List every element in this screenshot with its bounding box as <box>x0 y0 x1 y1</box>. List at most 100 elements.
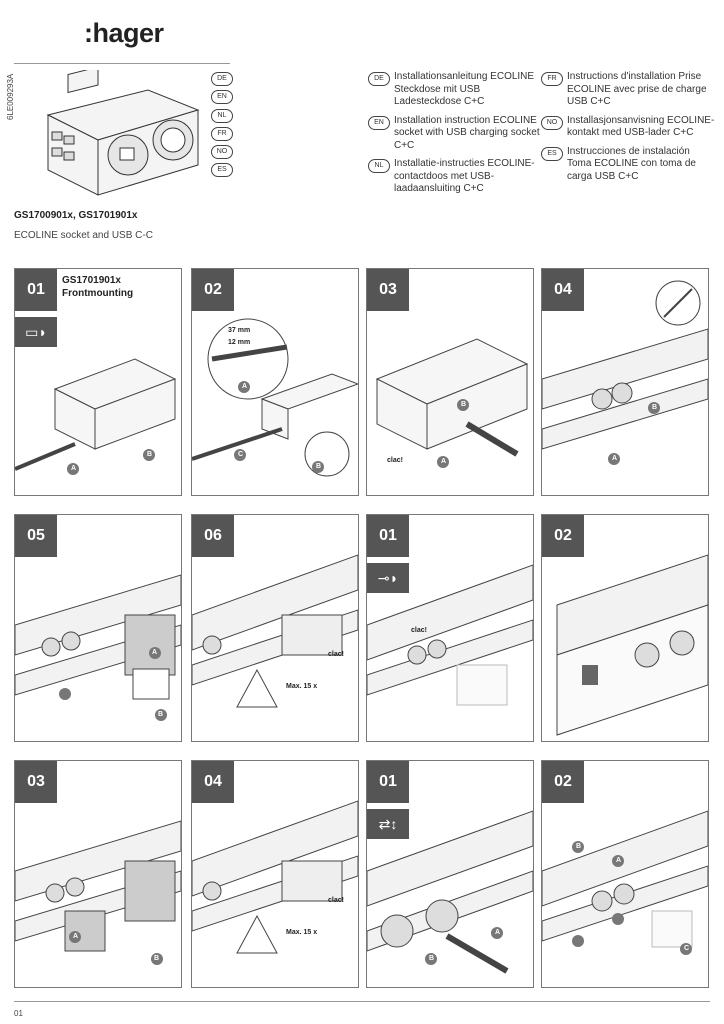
language-badge: NO <box>211 145 233 160</box>
document-number: 6LE009293A <box>6 73 15 120</box>
step-number: 01 <box>15 269 57 311</box>
step-illustration <box>367 564 533 706</box>
step-panel: 01 GS1701901x Frontmounting ▭◗ A B <box>14 268 182 496</box>
callout-b: B <box>652 404 658 411</box>
step-panel: 01 ⊸◗ clac! <box>366 514 534 742</box>
step-illustration <box>192 318 358 477</box>
step-title: GS1701901x Frontmounting <box>62 275 134 299</box>
language-badge: FR <box>541 72 563 86</box>
clac-label: clac! <box>387 457 403 464</box>
clac-label: clac! <box>328 897 344 904</box>
callout-a: A <box>73 933 79 940</box>
callout-b: B <box>147 451 153 458</box>
callout-c: C <box>684 945 690 952</box>
step-number: 02 <box>542 515 584 557</box>
step-number: 05 <box>15 515 57 557</box>
instructions-column-right: FR Instructions d'installation Prise ECO… <box>541 71 716 189</box>
instruction-text: Installation instruction ECOLINE socket … <box>394 114 540 151</box>
instruction-text: Instructions d'installation Prise ECOLIN… <box>567 71 707 107</box>
step-panel: 03 A B <box>14 760 182 988</box>
callout-a: A <box>441 458 447 465</box>
step-number: 06 <box>192 515 234 557</box>
instruction-text: Instrucciones de instalación Toma ECOLIN… <box>567 145 696 182</box>
product-illustration <box>46 70 200 196</box>
step-panel: 02 <box>541 514 709 742</box>
language-badge: ES <box>211 163 233 178</box>
callout-c: C <box>238 451 244 458</box>
callout-b: B <box>158 711 164 718</box>
language-badge: DE <box>368 72 390 86</box>
instruction-item: NL Installatie-instructies ECOLINE-conta… <box>368 158 540 196</box>
step-number: 03 <box>15 761 57 803</box>
step-number: 02 <box>542 761 584 803</box>
clac-label: clac! <box>328 651 344 658</box>
callout-b: B <box>576 843 582 850</box>
step-panel: 02 37 mm 12 mm A C B <box>191 268 359 496</box>
instruction-item: DE Installationsanleitung ECOLINE Steckd… <box>368 71 540 109</box>
step-panel: 02 A B C <box>541 760 709 988</box>
step-number: 04 <box>542 269 584 311</box>
step-illustration <box>375 338 529 468</box>
callout-b: B <box>154 955 160 962</box>
step-number: 04 <box>192 761 234 803</box>
step-panel: 03 clac! A B <box>366 268 534 496</box>
step-illustration <box>15 358 177 475</box>
instruction-text: Installasjonsanvisning ECOLINE-kontakt m… <box>567 114 715 139</box>
language-badge: FR <box>211 126 233 141</box>
callout-a: A <box>71 465 77 472</box>
step-illustration <box>192 554 358 708</box>
strip-length-12: 12 mm <box>228 339 251 346</box>
model-numbers: GS1700901x, GS1701901x <box>14 210 138 221</box>
step-illustration <box>367 810 533 974</box>
instruction-text: Installationsanleitung ECOLINE Steckdose… <box>394 71 535 107</box>
step-illustration <box>542 810 708 955</box>
step-illustration <box>15 820 181 965</box>
clac-label: clac! <box>411 627 427 634</box>
max-cycles-note: Max. 15 x <box>286 929 318 936</box>
header-divider <box>14 63 230 64</box>
strip-length-37: 37 mm <box>228 327 251 334</box>
step-illustration <box>542 280 708 465</box>
callout-a: A <box>616 857 622 864</box>
step-panel: 01 ⇄↕ A B <box>366 760 534 988</box>
language-badge: NO <box>541 115 563 130</box>
product-subtitle: ECOLINE socket and USB C-C <box>14 230 153 241</box>
plug-disconnect-icon: ⊸◗ <box>367 563 409 593</box>
language-badge: ES <box>541 146 563 161</box>
language-badge: EN <box>211 90 233 105</box>
step-illustration <box>556 554 708 736</box>
step-number: 02 <box>192 269 234 311</box>
step-number: 01 <box>367 761 409 803</box>
callout-b: B <box>429 955 435 962</box>
step-panel: 05 A B <box>14 514 182 742</box>
step-illustration <box>192 800 358 954</box>
instruction-text: Installatie-instructies ECOLINE-contactd… <box>394 158 535 194</box>
hager-logo: :hager <box>84 18 164 48</box>
callout-b: B <box>461 401 467 408</box>
socket-plug-icon: ▭◗ <box>15 317 57 347</box>
language-badge: DE <box>211 72 233 86</box>
instruction-item: NO Installasjonsanvisning ECOLINE-kontak… <box>541 115 716 140</box>
callout-a: A <box>152 649 158 656</box>
step-illustration <box>15 574 181 721</box>
callout-a: A <box>242 383 248 390</box>
callout-a: A <box>495 929 501 936</box>
instructions-column-left: DE Installationsanleitung ECOLINE Steckd… <box>368 71 540 202</box>
callout-b: B <box>316 463 322 470</box>
instruction-item: ES Instrucciones de instalación Toma ECO… <box>541 146 716 184</box>
move-arrows-icon: ⇄↕ <box>367 809 409 839</box>
language-badge-list: DE EN NL FR NO ES <box>211 72 233 182</box>
instruction-item: EN Installation instruction ECOLINE sock… <box>368 115 540 153</box>
step-panel: 06 Max. 15 x clac! <box>191 514 359 742</box>
footer-divider <box>14 1001 710 1002</box>
max-cycles-note: Max. 15 x <box>286 683 318 690</box>
step-panel: 04 B A <box>541 268 709 496</box>
instruction-item: FR Instructions d'installation Prise ECO… <box>541 71 716 109</box>
language-badge: NL <box>211 108 233 123</box>
step-number: 03 <box>367 269 409 311</box>
page-number: 01 <box>14 1009 23 1018</box>
step-panel: 04 Max. 15 x clac! <box>191 760 359 988</box>
language-badge: EN <box>368 115 390 130</box>
language-badge: NL <box>368 159 390 173</box>
step-number: 01 <box>367 515 409 557</box>
